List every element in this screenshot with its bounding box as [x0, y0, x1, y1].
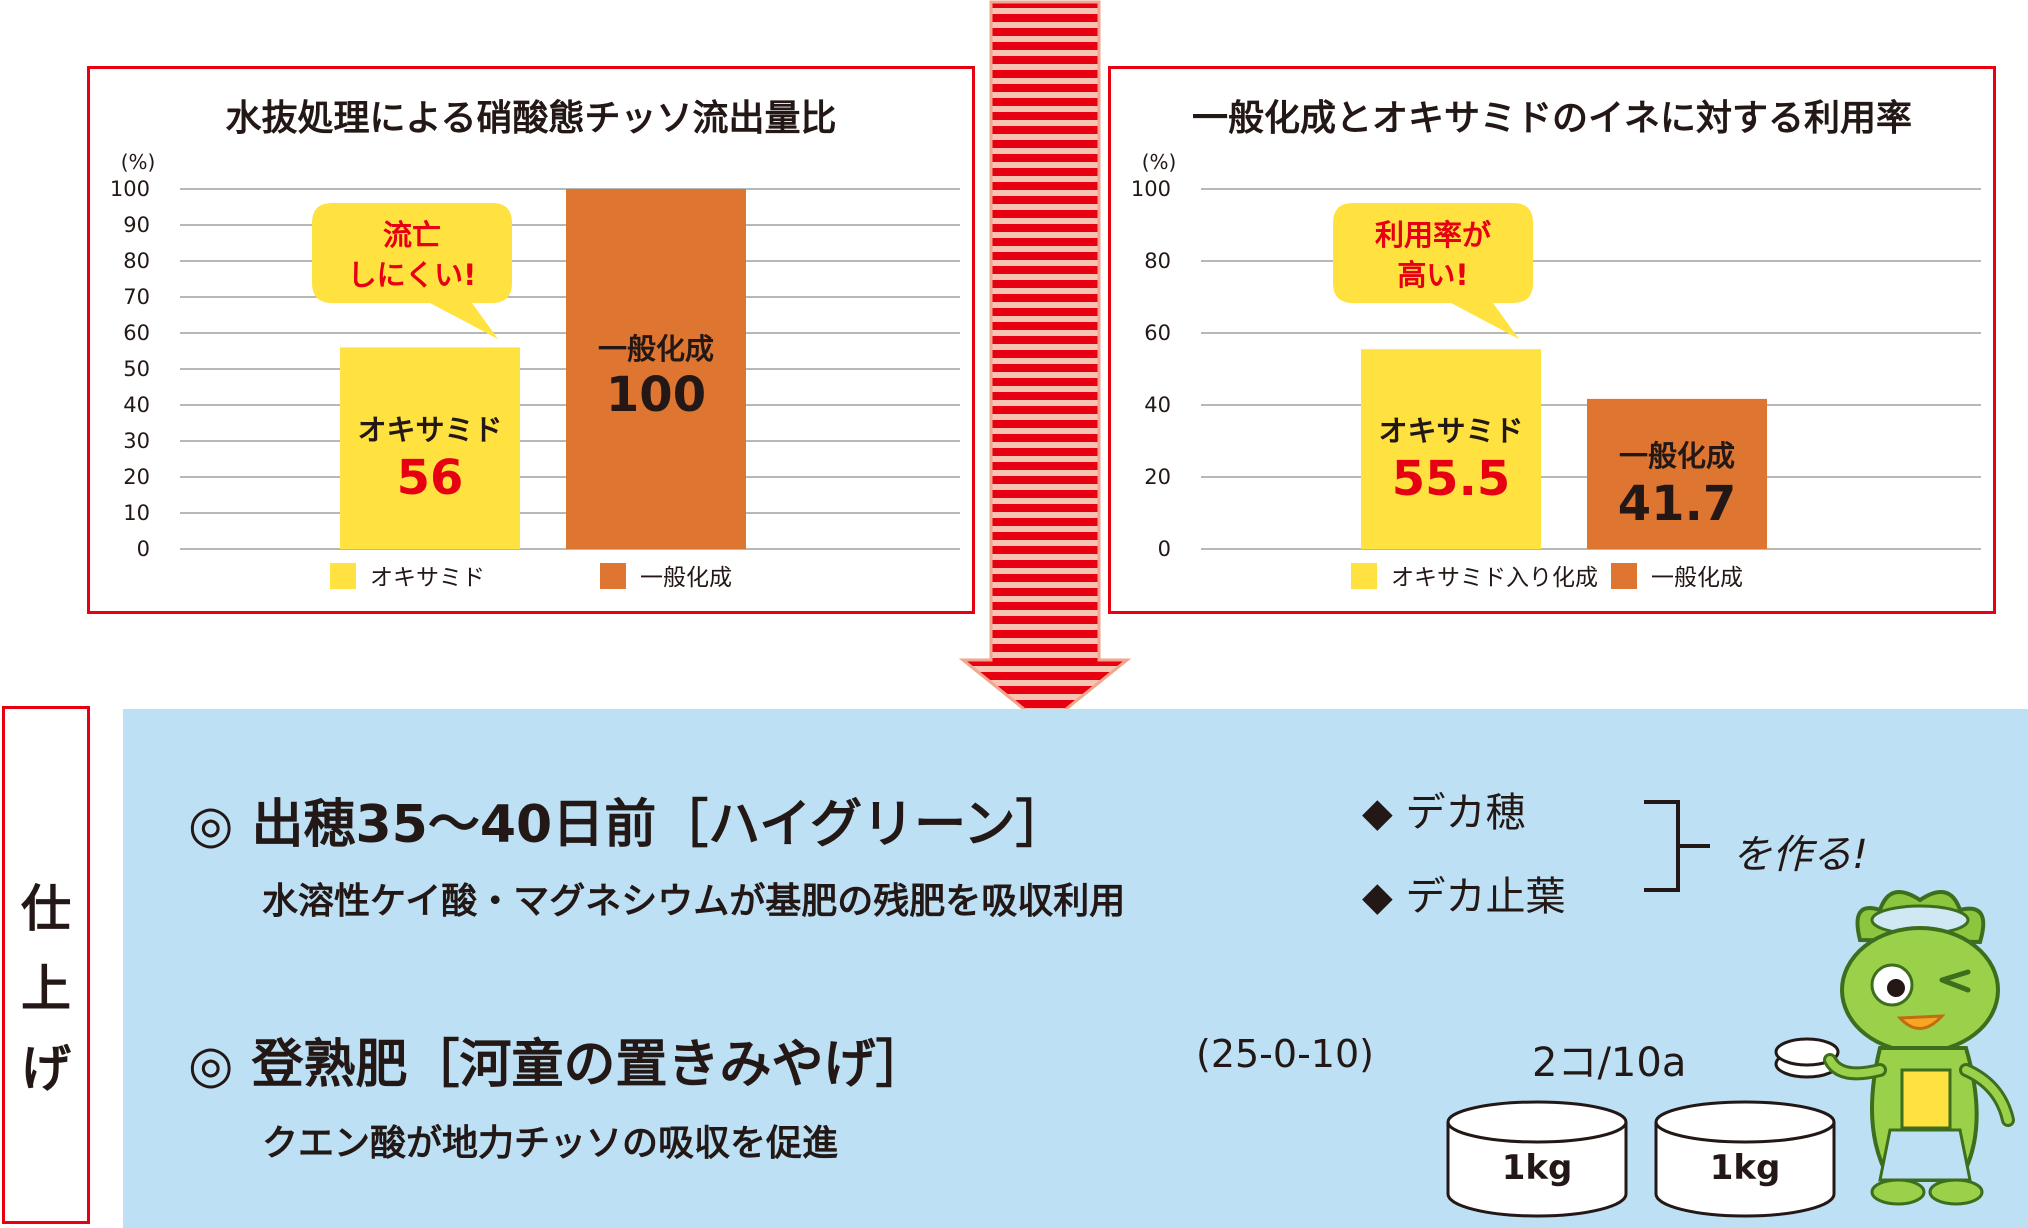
chart-nitrate-runoff: 水抜処理による硝酸態チッソ流出量比 (%) 0 10 20 30 40 50 60 70 80 90… — [87, 66, 975, 614]
package-1kg: 1kg — [1652, 1098, 1838, 1220]
chart-title: 一般化成とオキサミドのイネに対する利用率 — [1191, 98, 1912, 139]
y-unit-label: (%) — [121, 150, 156, 174]
chart-plot: (%)0102030405060708090100オキサミド56一般化成100流… — [110, 150, 960, 591]
y-tick-label: 60 — [123, 321, 150, 345]
legend-label: 一般化成 — [1651, 565, 1743, 591]
callout-text: 利用率が — [1375, 218, 1491, 252]
finish-side-label: 仕 上 げ — [2, 706, 90, 1224]
bar — [340, 347, 520, 549]
legend-label: 一般化成 — [640, 565, 732, 591]
legend-label: オキサミド入り化成 — [1391, 565, 1598, 591]
application-rate: 2コ/10a — [1532, 1040, 1687, 1086]
y-tick-label: 30 — [123, 429, 150, 453]
legend-swatch — [1351, 563, 1377, 589]
legend-swatch — [600, 563, 626, 589]
y-tick-label: 40 — [1144, 393, 1171, 417]
item1-description: 水溶性ケイ酸・マグネシウムが基肥の残肥を吸収利用 — [262, 881, 1126, 922]
item2-ratio: (25-0-10) — [1196, 1032, 1374, 1076]
chart-rice-utilization: 一般化成とオキサミドのイネに対する利用率 (%) 0 20 40 60 80 100 オキサミ… — [1108, 66, 1996, 614]
callout-text: しにくい! — [348, 258, 477, 292]
callout-text: 流亡 — [383, 218, 441, 252]
y-tick-label: 60 — [1144, 321, 1171, 345]
package-icon — [1446, 1100, 1628, 1218]
y-tick-label: 40 — [123, 393, 150, 417]
item2-description: クエン酸が地力チッソの吸収を促進 — [262, 1123, 839, 1164]
bar — [1361, 349, 1541, 549]
chart-title: 水抜処理による硝酸態チッソ流出量比 — [225, 98, 837, 139]
bar-category-label: 一般化成 — [1619, 439, 1735, 473]
side-label-char: 仕 — [21, 880, 71, 938]
package-label: 1kg — [1501, 1148, 1573, 1188]
y-tick-label: 0 — [1158, 537, 1171, 561]
package-icon — [1654, 1100, 1836, 1218]
y-tick-label: 10 — [123, 501, 150, 525]
callout-bubble — [1333, 203, 1533, 339]
side-label-char: 上 — [21, 960, 71, 1018]
callout-bubble — [312, 203, 512, 339]
data-label: 41.7 — [1618, 476, 1736, 532]
y-tick-label: 20 — [1144, 465, 1171, 489]
item1-heading: ◎ 出穂35〜40日前［ハイグリーン］ — [188, 795, 1068, 855]
package-1kg: 1kg — [1444, 1098, 1630, 1220]
kappa-mascot-icon — [1823, 890, 2015, 1206]
bar-category-label: オキサミド — [357, 413, 502, 447]
package-label: 1kg — [1709, 1148, 1781, 1188]
y-tick-label: 80 — [123, 249, 150, 273]
bar-category-label: オキサミド — [1378, 414, 1523, 448]
y-tick-label: 50 — [123, 357, 150, 381]
y-tick-label: 100 — [1131, 177, 1171, 201]
data-label: 56 — [397, 450, 464, 506]
y-tick-label: 70 — [123, 285, 150, 309]
callout-text: 高い! — [1397, 258, 1468, 292]
bar — [1587, 398, 1767, 549]
legend-swatch — [1611, 563, 1637, 589]
bracket-icon — [1644, 800, 1710, 892]
side-label-char: げ — [21, 1040, 71, 1098]
bar — [566, 189, 746, 549]
y-tick-label: 90 — [123, 213, 150, 237]
bullet-deka-tomeba: ◆ デカ止葉 — [1362, 874, 1566, 920]
bullet-deka-ho: ◆ デカ穂 — [1362, 790, 1526, 836]
y-unit-label: (%) — [1142, 150, 1177, 174]
item2-heading: ◎ 登熟肥［河童の置きみやげ］ — [188, 1035, 928, 1095]
legend-label: オキサミド — [370, 565, 485, 591]
y-tick-label: 0 — [137, 537, 150, 561]
data-label: 100 — [606, 367, 706, 423]
bullets-result: を作る! — [1732, 832, 1869, 878]
down-arrow-icon — [958, 0, 1132, 728]
y-tick-label: 20 — [123, 465, 150, 489]
y-tick-label: 100 — [110, 177, 150, 201]
legend-swatch — [330, 563, 356, 589]
bar-category-label: 一般化成 — [598, 332, 714, 366]
data-label: 55.5 — [1392, 451, 1510, 507]
y-tick-label: 80 — [1144, 249, 1171, 273]
